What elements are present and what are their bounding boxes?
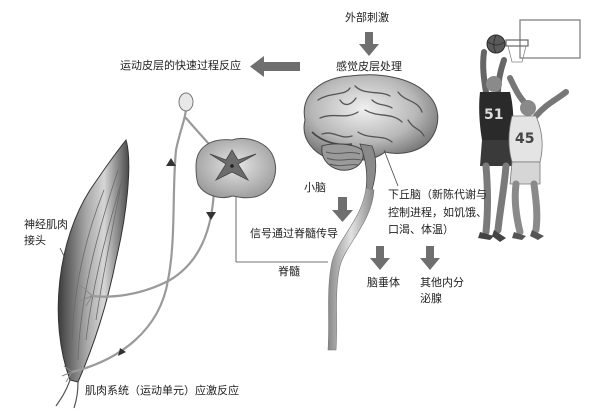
basketball-players-photo	[478, 19, 581, 242]
label-neuromuscular-junction: 神经肌肉接头	[24, 218, 68, 247]
arrow-cerebellum-down	[332, 197, 353, 222]
label-cerebellum: 小脑	[304, 181, 326, 194]
arrow-to-other-glands	[420, 246, 440, 270]
spinal-cord-column	[327, 187, 375, 351]
label-spinal-cord: 脊髓	[278, 265, 300, 278]
muscle-illustration	[55, 138, 130, 409]
junction-branches	[61, 283, 93, 383]
direction-arrow-right	[118, 348, 126, 356]
arrow-to-motor-cortex	[250, 56, 300, 77]
label-pituitary: 脑垂体	[367, 276, 400, 289]
arrow-stimulus-down	[359, 32, 379, 56]
label-motor-cortex-fast: 运动皮层的快速过程反应	[120, 59, 241, 72]
dorsal-root-ganglion	[178, 92, 194, 112]
spinal-cord-cross-section	[195, 138, 276, 199]
jersey-number-a: 51	[484, 107, 504, 123]
jersey-number-b: 45	[515, 131, 535, 147]
arrow-to-pituitary	[370, 246, 390, 270]
brain-illustration	[303, 74, 439, 191]
direction-arrow-up	[166, 158, 176, 166]
label-sensory-cortex: 感觉皮层处理	[336, 60, 402, 73]
label-muscle-system: 肌肉系统（运动单元）应激反应	[85, 384, 239, 397]
label-spinal-signal: 信号通过脊髓传导	[250, 227, 338, 240]
label-other-endocrine: 其他内分泌腺	[420, 276, 464, 305]
direction-arrow-down	[206, 212, 216, 220]
label-external-stimulus: 外部刺激	[345, 11, 389, 24]
label-hypothalamus: 下丘脑（新陈代谢与控制进程，如饥饿、口渴、体温）	[388, 188, 487, 237]
basketball	[486, 34, 506, 54]
